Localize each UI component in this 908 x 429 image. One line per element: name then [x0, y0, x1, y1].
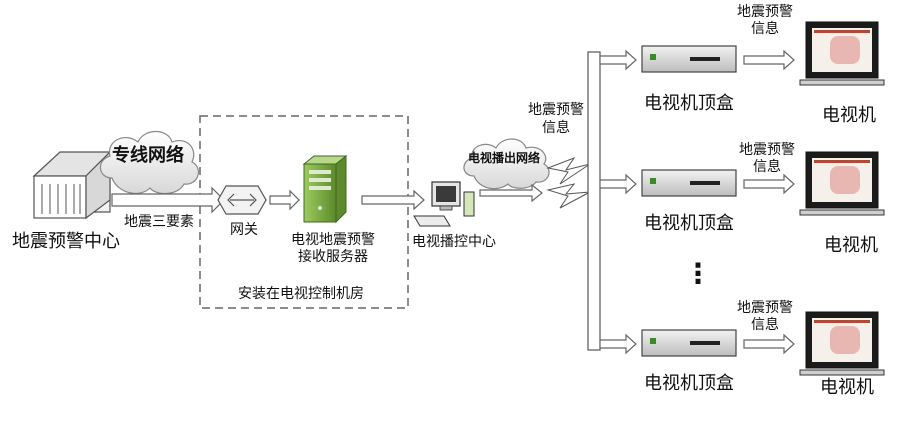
- more-devices-ellipsis: ⋮: [684, 257, 712, 290]
- arrow-stb-to-tv-2: [743, 173, 795, 195]
- set-top-box-label-2: 电视机顶盒: [644, 213, 734, 234]
- warning-info-label-tv1-line2: 信息: [751, 21, 779, 37]
- arrow-to-stb-1: [599, 49, 637, 71]
- tv-monitor-icon: [799, 21, 885, 86]
- dedicated-network-label: 专线网络: [112, 145, 184, 166]
- distribution-bar: [587, 51, 601, 351]
- set-top-box-icon: [641, 169, 737, 197]
- arrow-server-to-broadcast: [361, 189, 425, 211]
- router-icon: [217, 185, 267, 215]
- arrow-stb-to-tv-1: [743, 49, 795, 71]
- earthquake-three-elements-label: 地震三要素: [124, 214, 194, 230]
- receiver-server-label-line1: 电视地震预警: [291, 232, 375, 248]
- warning-info-label-tv1-line1: 地震预警: [737, 4, 793, 20]
- warning-info-label-tv2-line2: 信息: [753, 159, 781, 175]
- arrow-to-stb-2: [599, 173, 637, 195]
- tv-label-1: 电视机: [822, 105, 876, 126]
- arrow-center-to-gateway: [111, 186, 225, 214]
- set-top-box-label-1: 电视机顶盒: [644, 93, 734, 114]
- cloud-icon: [99, 130, 200, 195]
- tv-label-3: 电视机: [820, 377, 874, 398]
- arrow-stb-to-tv-3: [743, 333, 795, 355]
- signal-lightning-icon: [546, 156, 591, 209]
- cloud-icon-broadcast: [463, 138, 550, 190]
- server-icon: [302, 154, 348, 224]
- tv-monitor-icon: [799, 151, 885, 216]
- broadcast-center-label: 电视播控中心: [412, 234, 496, 250]
- warning-info-label-line1: 地震预警: [528, 102, 584, 118]
- warning-info-label-line2: 信息: [542, 120, 570, 136]
- machine-room-label: 安装在电视控制机房: [238, 286, 364, 302]
- building-icon: [32, 150, 112, 220]
- gateway-label: 网关: [230, 222, 258, 238]
- broadcast-network-label: 电视播出网络: [468, 151, 541, 165]
- tv-label-2: 电视机: [824, 235, 878, 256]
- set-top-box-label-3: 电视机顶盒: [644, 373, 734, 394]
- earthquake-center-label: 地震预警中心: [12, 231, 120, 252]
- tv-monitor-icon: [799, 311, 885, 376]
- computer-icon: [413, 181, 475, 227]
- arrow-broadcast-out: [479, 183, 543, 203]
- arrow-to-stb-3: [599, 333, 637, 355]
- receiver-server-label-line2: 接收服务器: [298, 249, 368, 265]
- warning-info-label-tv3-line2: 信息: [751, 317, 779, 333]
- set-top-box-icon: [641, 45, 737, 73]
- arrow-gateway-to-server: [269, 189, 300, 211]
- warning-info-label-tv3-line1: 地震预警: [737, 300, 793, 316]
- set-top-box-icon: [641, 329, 737, 357]
- warning-info-label-tv2-line1: 地震预警: [739, 142, 795, 158]
- machine-room-dashed-box: [199, 115, 409, 309]
